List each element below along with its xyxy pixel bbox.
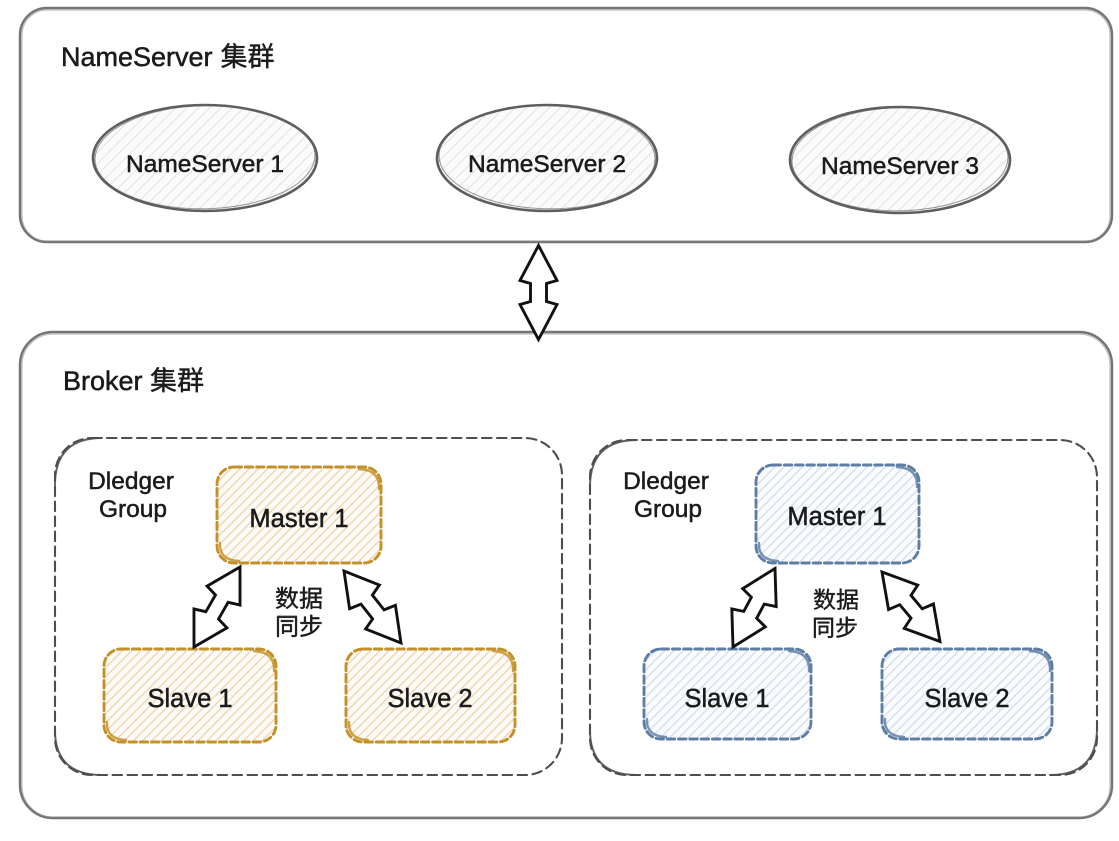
svg-text:NameServer 3: NameServer 3 [821, 153, 979, 180]
svg-text:Slave 1: Slave 1 [147, 685, 232, 713]
svg-text:Slave 2: Slave 2 [387, 685, 472, 713]
svg-text:Master 1: Master 1 [249, 505, 348, 533]
svg-text:NameServer: NameServer [61, 42, 213, 72]
svg-text:NameServer 1: NameServer 1 [126, 151, 284, 178]
svg-text:Slave 1: Slave 1 [684, 685, 769, 713]
svg-text:Slave 2: Slave 2 [924, 685, 1009, 713]
svg-text:Dledger: Dledger [88, 468, 174, 495]
svg-text:Broker: Broker [63, 366, 143, 396]
svg-text:Group: Group [99, 496, 167, 523]
svg-text:Master 1: Master 1 [787, 503, 886, 531]
svg-text:NameServer 2: NameServer 2 [468, 151, 626, 178]
svg-text:Group: Group [634, 496, 702, 523]
svg-text:Dledger: Dledger [623, 468, 709, 495]
